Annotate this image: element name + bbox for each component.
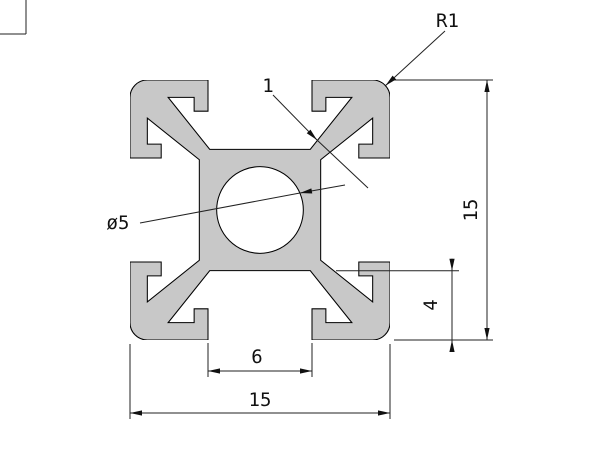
leader-corner-radius (385, 30, 446, 86)
center-hole (216, 166, 304, 254)
leader-lip-thickness (272, 94, 318, 141)
overall-width-label: 15 (249, 389, 272, 411)
leader-hole-diameter (139, 192, 301, 224)
leader-hole-diameter-arrow (299, 184, 346, 194)
slot-opening-label: 6 (251, 346, 262, 368)
corner-radius-label: R1 (436, 10, 459, 32)
profile-view (130, 80, 390, 340)
leader-lip-thickness-tail (316, 139, 369, 189)
lip-thickness-label: 1 (262, 75, 273, 97)
overall-height-label: 15 (460, 199, 482, 222)
hole-diameter-label: ø5 (107, 212, 130, 234)
slot-depth-label: 4 (420, 299, 442, 310)
